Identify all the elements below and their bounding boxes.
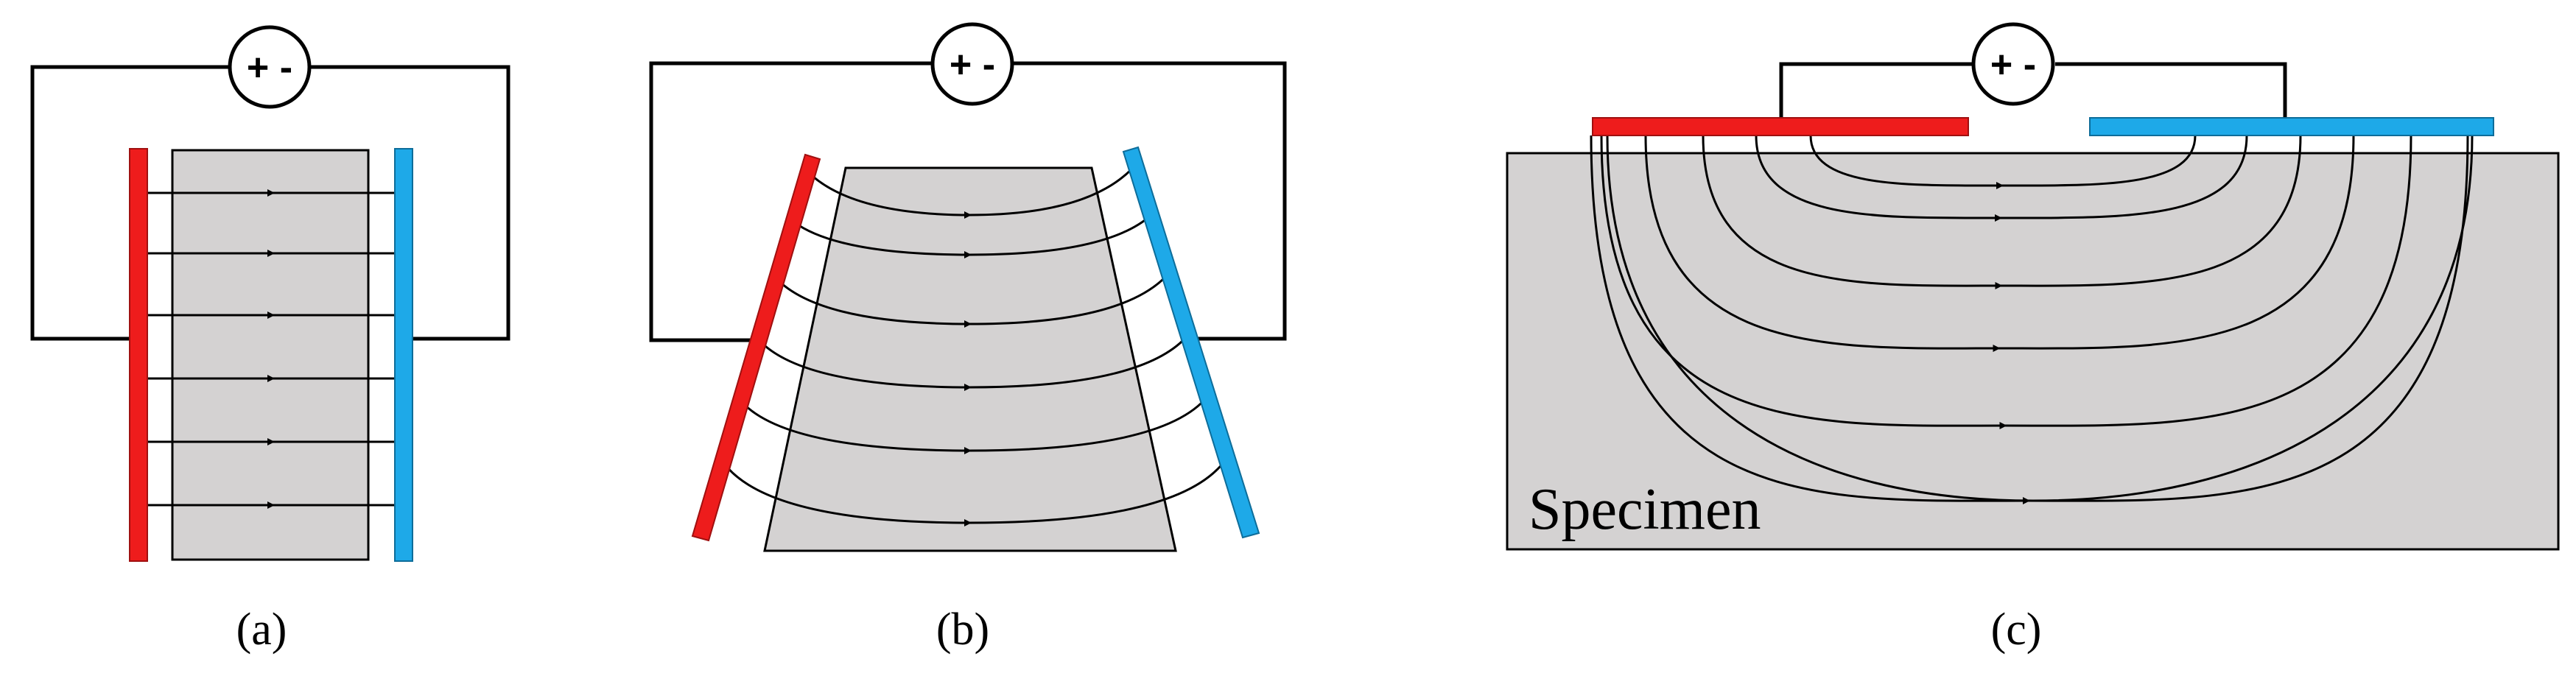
negative-electrode-b (1122, 146, 1260, 539)
positive-electrode-a (129, 148, 148, 562)
source-symbol-a: + - (247, 46, 292, 89)
field-line-c (2004, 135, 2412, 427)
field-lines-a (147, 189, 395, 509)
field-line-b (969, 457, 1228, 524)
voltage-source-b: + - (930, 22, 1014, 106)
circuit-wire-a (30, 65, 228, 341)
field-line-c (1999, 135, 2248, 219)
field-line-b (969, 214, 1152, 256)
field-line-c (2000, 135, 2302, 287)
field-line-c-segment (1755, 135, 2002, 222)
panel-a: + - (a) (30, 25, 510, 655)
field-line-c (2001, 135, 2197, 187)
specimen-label-c: Specimen (1529, 477, 1761, 542)
specimen-c (1506, 152, 2560, 551)
field-line-c-segment (1600, 135, 2007, 430)
circuit-wire-a-right (311, 65, 510, 341)
circuit-wire-c (1779, 62, 1973, 118)
field-line-b-segment (776, 278, 972, 328)
field-line-c-segment (1809, 135, 2004, 190)
caption-b: (b) (936, 605, 989, 655)
positive-electrode-b (691, 153, 821, 542)
specimen-a (171, 149, 370, 561)
field-line-c-segment (1702, 135, 2003, 290)
voltage-source-a: + - (228, 25, 312, 109)
field-line-c-segment (1590, 135, 2030, 505)
caption-c: (c) (1991, 605, 2042, 655)
field-line-b-segment (807, 171, 972, 219)
field-line-b-segment (793, 220, 972, 258)
voltage-source-c: + - (1971, 22, 2055, 106)
field-line-b (969, 334, 1190, 389)
panel-c: + - Specimen (c) (1506, 22, 2560, 655)
source-symbol-c: + - (1990, 43, 2036, 86)
field-line-c-segment (1644, 135, 2001, 353)
negative-electrode-a (394, 148, 413, 562)
source-symbol-b: + - (950, 43, 995, 86)
circuit-wire-b-right (1014, 61, 1287, 341)
negative-electrode-c (2089, 117, 2494, 136)
circuit-wire-c-right (2055, 62, 2287, 118)
specimen-b (763, 166, 1177, 552)
field-lines-c (1590, 135, 2474, 505)
field-line-c-outer (1606, 135, 2474, 502)
circuit-wire-b (649, 61, 931, 342)
field-line-b-segment (722, 461, 972, 526)
positive-electrode-c (1592, 117, 1969, 136)
field-line-b (969, 163, 1137, 216)
field-line-c (1998, 135, 2355, 350)
field-line-b (969, 272, 1171, 325)
panel-b: + - (b) (649, 22, 1287, 655)
field-line-b (969, 395, 1209, 452)
field-line-b-segment (757, 339, 972, 391)
caption-a: (a) (236, 605, 287, 655)
field-line-b-segment (740, 400, 972, 454)
field-line-c (2027, 135, 2469, 502)
field-lines-b (722, 163, 1228, 526)
